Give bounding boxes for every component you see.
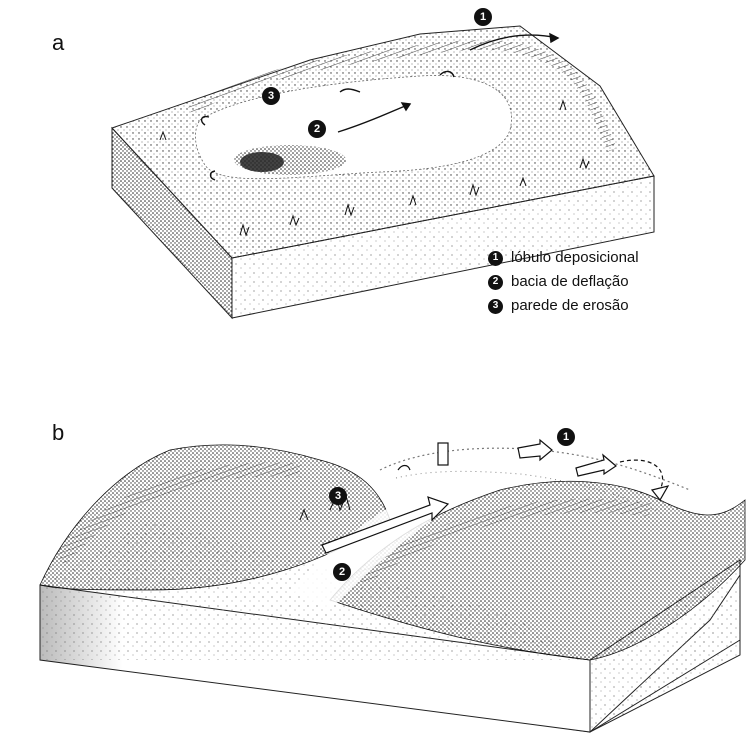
panel-a-label: a <box>52 30 64 56</box>
legend-number: 3 <box>488 299 503 314</box>
legend-item: 2 bacia de deflação <box>488 270 639 294</box>
marker-3-a: 3 <box>262 87 280 105</box>
marker-3-b: 3 <box>329 487 347 505</box>
marker-1-a: 1 <box>474 8 492 26</box>
legend-number: 2 <box>488 275 503 290</box>
panel-b-label: b <box>52 420 64 446</box>
block-diagram-b <box>40 440 745 732</box>
legend-text: parede de erosão <box>511 294 629 318</box>
marker-2-b: 2 <box>333 563 351 581</box>
legend: 1 lóbulo deposicional 2 bacia de deflaçã… <box>488 246 639 318</box>
legend-number: 1 <box>488 251 503 266</box>
legend-item: 1 lóbulo deposicional <box>488 246 639 270</box>
legend-item: 3 parede de erosão <box>488 294 639 318</box>
marker-2-a: 2 <box>308 120 326 138</box>
legend-text: bacia de deflação <box>511 270 629 294</box>
legend-text: lóbulo deposicional <box>511 246 639 270</box>
marker-1-b: 1 <box>557 428 575 446</box>
